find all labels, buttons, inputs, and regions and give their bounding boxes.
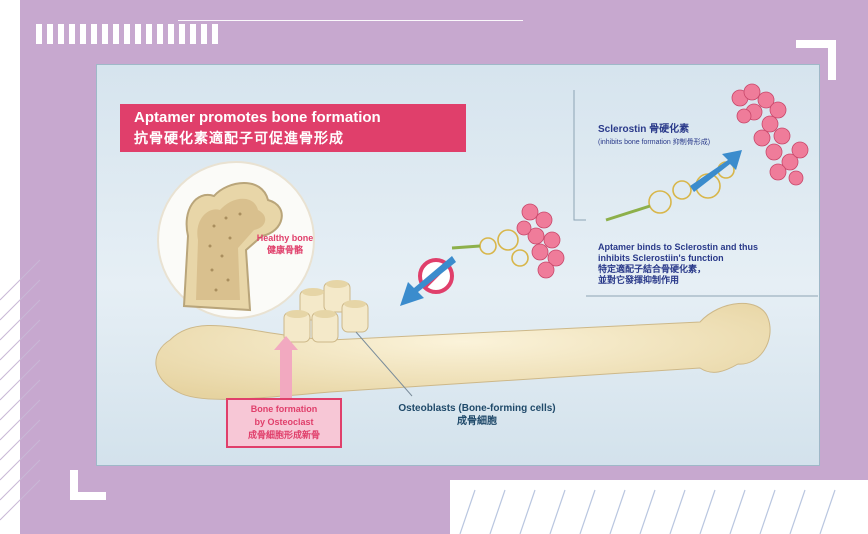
bone-formation-line1: Bone formation xyxy=(228,403,340,416)
osteoblasts-english: Osteoblasts (Bone-forming cells) xyxy=(382,402,572,415)
bone-formation-line2: by Osteoclast xyxy=(228,416,340,429)
healthy-bone-chinese: 健康骨骼 xyxy=(248,244,322,256)
bone-formation-chinese: 成骨細胞形成新骨 xyxy=(228,429,340,442)
title-english: Aptamer promotes bone formation xyxy=(134,108,452,128)
healthy-bone-label: Healthy bone 健康骨骼 xyxy=(248,232,322,256)
healthy-bone-english: Healthy bone xyxy=(248,232,322,244)
aptamer-binding-line2: inhibits Sclerostiin's function xyxy=(598,253,758,264)
aptamer-binding-line1: Aptamer binds to Sclerostin and thus xyxy=(598,242,758,253)
title-banner: Aptamer promotes bone formation 抗骨硬化素適配子… xyxy=(120,104,466,152)
title-chinese: 抗骨硬化素適配子可促進骨形成 xyxy=(134,128,452,148)
sclerostin-subtitle: (inhibits bone formation 抑制骨形成) xyxy=(598,138,710,147)
osteoblasts-label: Osteoblasts (Bone-forming cells) 成骨細胞 xyxy=(382,402,572,428)
aptamer-binding-chinese1: 特定適配子結合骨硬化素， xyxy=(598,264,758,275)
aptamer-binding-chinese2: 並對它發揮抑制作用 xyxy=(598,275,758,286)
bone-formation-box: Bone formation by Osteoclast 成骨細胞形成新骨 xyxy=(226,398,342,448)
sclerostin-title: Sclerostin 骨硬化素 xyxy=(598,124,689,136)
osteoblasts-chinese: 成骨細胞 xyxy=(382,415,572,428)
aptamer-binding-text: Aptamer binds to Sclerostin and thus inh… xyxy=(598,242,758,286)
